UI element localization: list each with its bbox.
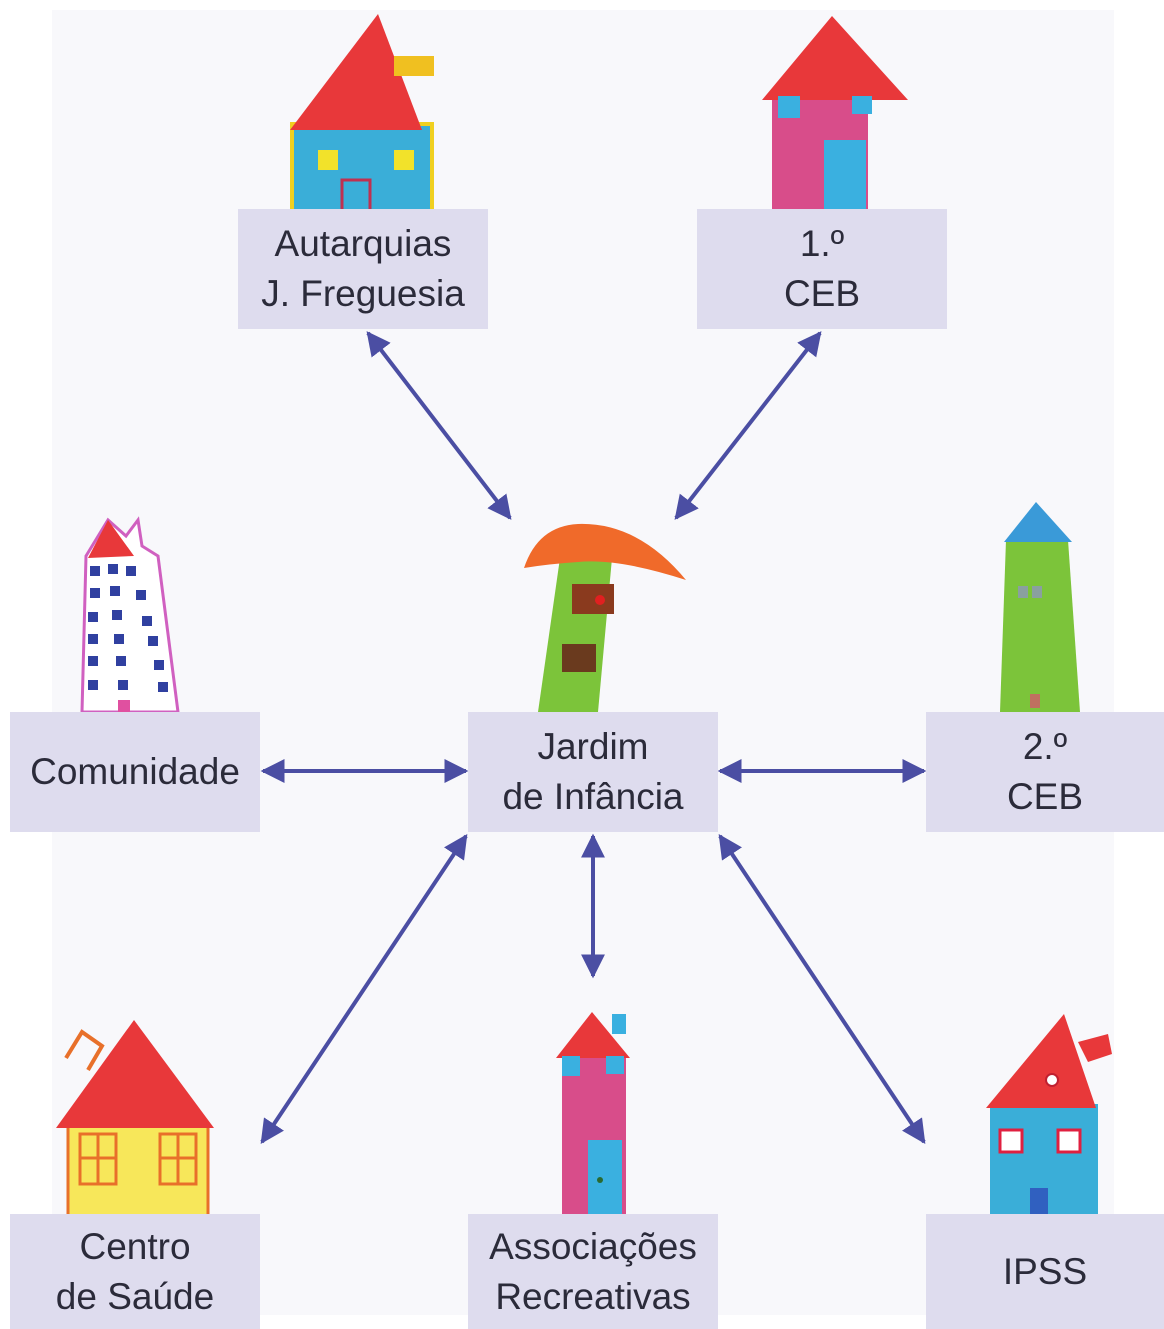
node-ceb1-line1: 1.º — [799, 223, 845, 264]
node-centro-de-saude: Centro de Saúde — [10, 1214, 260, 1329]
node-associacoes-line1: Associações — [489, 1225, 697, 1267]
node-ipss: IPSS — [926, 1214, 1164, 1329]
node-ceb2-line2: CEB — [1006, 776, 1084, 817]
arrow-ceb1-jardim — [674, 331, 822, 520]
arrow-jardim-ipss — [718, 834, 926, 1144]
node-jardim-line1: Jardim — [537, 726, 649, 767]
node-ceb1-line2: CEB — [783, 273, 861, 314]
node-jardim-de-infancia: Jardim de Infância — [468, 712, 718, 832]
arrow-autarquias-jardim — [366, 331, 512, 520]
node-associacoes-line2: Recreativas — [495, 1275, 691, 1317]
node-saude-line2: de Saúde — [55, 1275, 215, 1317]
node-saude-line1: Centro — [79, 1225, 191, 1267]
house-drawing-autarquias — [290, 14, 434, 212]
node-ceb2: 2.º CEB — [926, 712, 1164, 832]
node-comunidade-line1: Comunidade — [30, 751, 240, 792]
house-drawing-saude — [56, 1020, 214, 1216]
arrow-jardim-saude — [260, 834, 468, 1144]
house-drawing-jardim — [524, 523, 686, 712]
node-autarquias-line1: Autarquias — [274, 223, 452, 264]
node-jardim-line2: de Infância — [502, 776, 684, 817]
node-ceb1: 1.º CEB — [697, 209, 947, 329]
node-ceb2-line1: 2.º — [1022, 726, 1068, 767]
node-comunidade: Comunidade — [10, 712, 260, 832]
node-ipss-line1: IPSS — [1002, 1250, 1088, 1292]
node-autarquias: Autarquias J. Freguesia — [238, 209, 488, 329]
house-drawing-comunidade — [80, 516, 180, 712]
house-drawing-associacoes — [556, 1012, 630, 1216]
house-drawing-ceb2 — [1000, 502, 1080, 712]
node-associacoes-recreativas: Associações Recreativas — [468, 1214, 718, 1329]
house-drawing-ceb1 — [762, 16, 908, 210]
house-drawing-ipss — [986, 1014, 1112, 1216]
node-autarquias-line2: J. Freguesia — [261, 273, 465, 314]
